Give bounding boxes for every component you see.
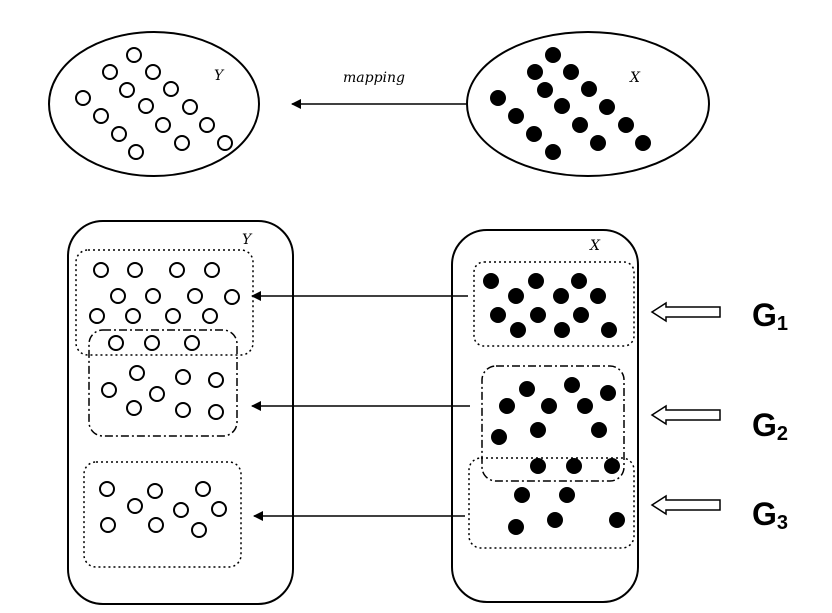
group-1-label: G1	[752, 297, 788, 335]
y-group-1-box	[75, 249, 254, 356]
x-group-3-box	[468, 457, 635, 549]
x-group-1-box	[473, 261, 635, 347]
y-group-3-box	[83, 461, 242, 568]
set-y-ellipse	[48, 31, 260, 177]
bottom-y-label: Y	[242, 232, 253, 248]
group-1-pointer-icon	[650, 301, 721, 323]
bottom-x-filled-points	[483, 273, 625, 535]
top-x-filled-points	[490, 47, 651, 160]
set-x-container	[451, 229, 639, 603]
top-y-hollow-points	[75, 47, 233, 160]
bottom-y-hollow-points	[89, 262, 240, 538]
group-3-pointer-icon	[650, 494, 721, 516]
group-3-label: G3	[752, 496, 788, 534]
set-x-ellipse	[466, 31, 710, 177]
bottom-x-label: X	[589, 238, 601, 254]
top-y-label: Y	[214, 68, 225, 84]
set-y-container	[67, 220, 294, 605]
group-2-pointer-icon	[650, 404, 721, 426]
x-group-2-box	[481, 365, 625, 482]
top-x-label: X	[629, 70, 641, 86]
y-group-2-box	[88, 329, 238, 437]
mapping-label: mapping	[343, 70, 405, 86]
group-2-label: G2	[752, 407, 788, 445]
